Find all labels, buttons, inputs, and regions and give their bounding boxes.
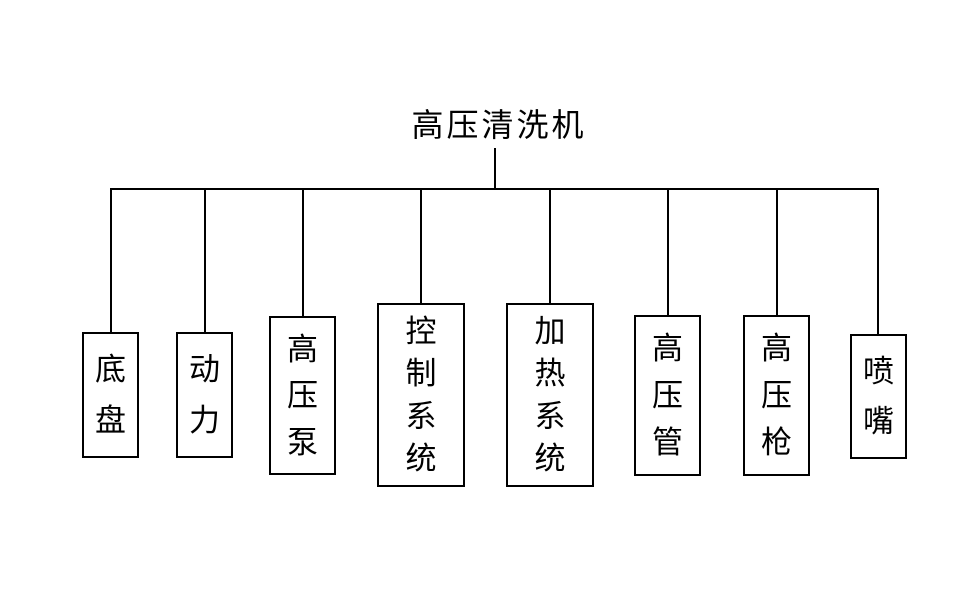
connector-drop-nozzle [877,188,879,335]
connector-drop-high-pressure-gun [776,188,778,316]
connector-drop-control-system [420,188,422,304]
connector-title-stem [494,148,496,189]
node-label-char: 系 [534,398,566,434]
node-label-char: 盘 [95,403,126,438]
node-label-char: 加 [534,314,566,350]
diagram-title: 高压清洗机 [411,107,587,143]
node-label-char: 控 [405,314,437,350]
node-nozzle: 喷嘴 [850,334,907,459]
node-chassis: 底盘 [82,332,139,458]
node-label-char: 热 [534,356,566,392]
node-power: 动力 [176,332,233,458]
node-high-pressure-hose: 高压管 [634,315,701,476]
node-label-char: 压 [287,378,318,413]
node-label-char: 管 [652,425,683,460]
node-label-char: 喷 [863,353,894,389]
node-label-char: 统 [534,440,566,476]
node-label-char: 统 [405,440,437,476]
node-label-char: 泵 [287,424,318,460]
node-high-pressure-gun: 高压枪 [743,315,810,476]
node-high-pressure-pump: 高压泵 [269,316,336,475]
node-label-char: 高 [287,331,318,367]
node-label-char: 制 [405,356,437,392]
node-label-char: 高 [652,331,683,366]
connector-drop-high-pressure-hose [667,188,669,316]
connector-drop-power [204,188,206,333]
node-label-char: 动 [189,352,220,387]
node-label-char: 嘴 [863,404,894,440]
node-label-char: 枪 [761,425,792,460]
connector-drop-heating-system [549,188,551,304]
node-label-char: 高 [761,331,792,366]
node-label-char: 底 [95,352,126,387]
node-label-char: 力 [189,403,220,438]
node-label-char: 压 [761,378,792,413]
connector-horizontal-bus [110,188,879,190]
node-label-char: 系 [405,398,437,434]
node-label-char: 压 [652,378,683,413]
connector-drop-chassis [110,188,112,333]
node-heating-system: 加热系统 [506,303,594,487]
connector-drop-high-pressure-pump [302,188,304,317]
node-control-system: 控制系统 [377,303,465,487]
